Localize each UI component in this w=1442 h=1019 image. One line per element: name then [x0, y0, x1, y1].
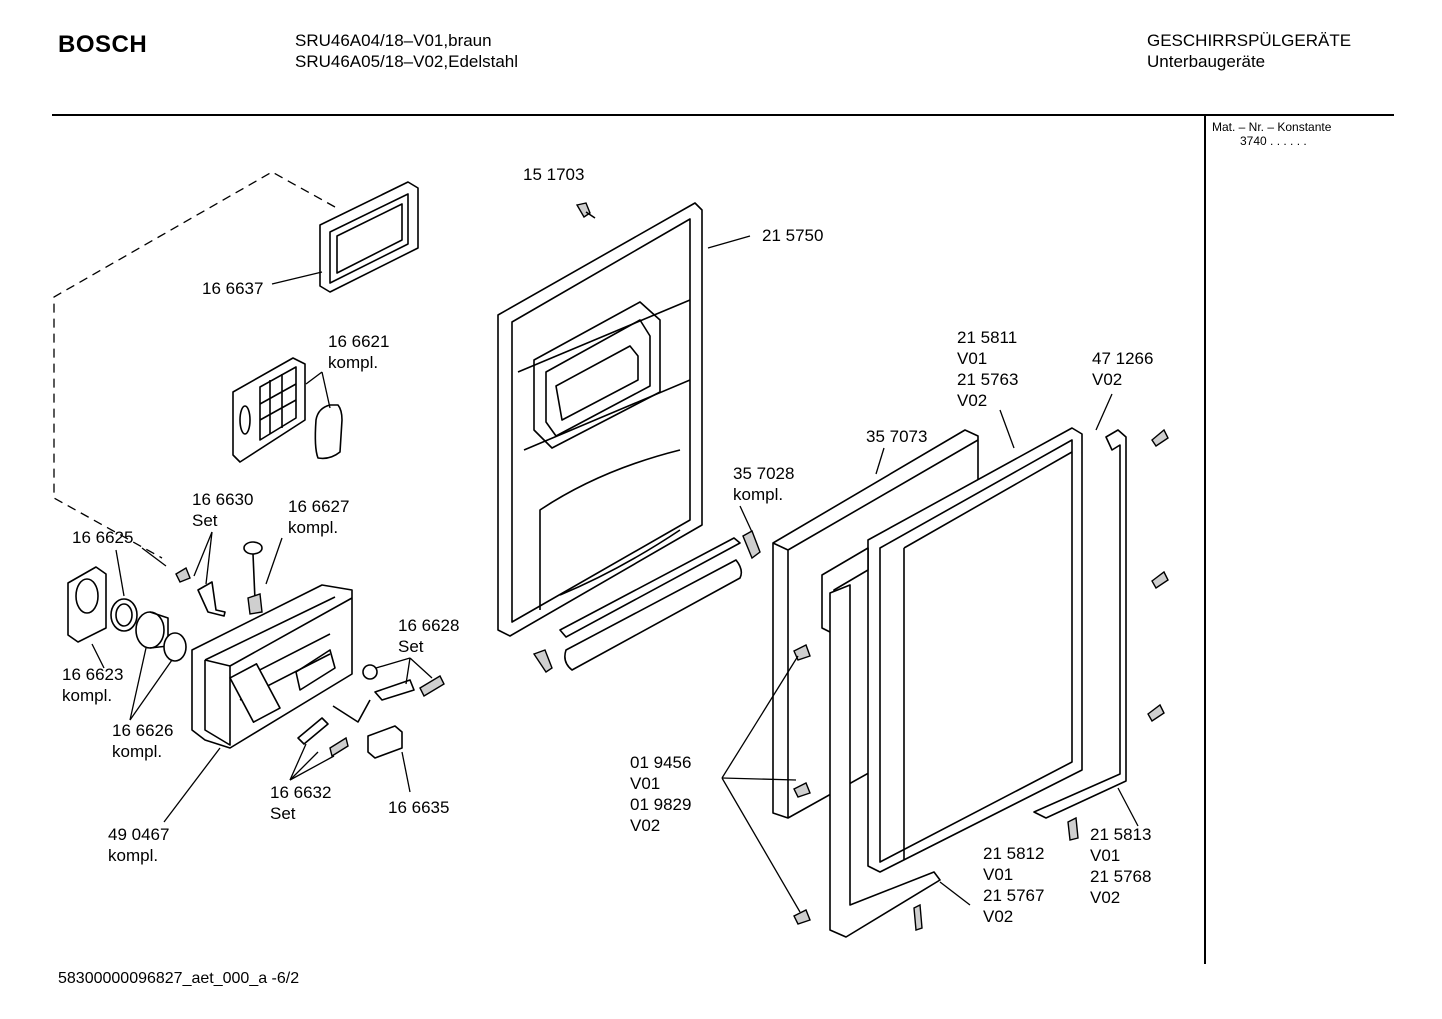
part-label-357073: 35 7073 [866, 427, 928, 446]
part-label-490467: 49 0467 kompl. [108, 825, 170, 865]
mat-nr-title: Mat. – Nr. – Konstante [1212, 120, 1332, 134]
part-label-166630: 16 6630 Set [192, 490, 254, 530]
part-screw-top [575, 202, 596, 219]
part-label-215811: 21 5811 V01 21 5763 V02 [957, 328, 1019, 410]
model-line-2: SRU46A05/18–V02,Edelstahl [295, 52, 519, 71]
category-line-2: Unterbaugeräte [1147, 52, 1266, 71]
part-label-166623: 16 6623 kompl. [62, 665, 124, 705]
part-label-471266: 47 1266 V02 [1092, 349, 1154, 389]
document-id: 58300000096827_aet_000_a -6/2 [58, 970, 300, 987]
part-left-cover [67, 566, 107, 643]
part-label-151703: 15 1703 [523, 165, 585, 184]
part-label-215750: 21 5750 [762, 226, 824, 245]
part-lock-cylinder [135, 611, 169, 649]
part-window-frame [319, 181, 419, 293]
part-control-module [191, 584, 353, 749]
mat-nr-value: 3740 . . . . . . [1240, 134, 1307, 149]
part-micro-switch [367, 725, 403, 759]
part-label-357028: 35 7028 kompl. [733, 464, 795, 504]
part-label-166626: 16 6626 kompl. [112, 721, 174, 761]
part-label-166628: 16 6628 Set [398, 616, 460, 656]
part-label-166632: 16 6632 Set [270, 783, 332, 823]
part-seal-ring-b [163, 632, 187, 662]
header-divider [52, 114, 1394, 116]
part-inner-door [497, 202, 703, 637]
part-side-strip [1033, 428, 1169, 841]
part-label-215813: 21 5813 V01 21 5768 V02 [1090, 825, 1152, 907]
part-label-166637: 16 6637 [202, 279, 264, 298]
part-latch-hook [175, 566, 226, 617]
assembly-dashed-line [53, 171, 336, 559]
part-label-166627: 16 6627 kompl. [288, 497, 350, 537]
side-panel-divider [1204, 116, 1206, 964]
model-line-1: SRU46A04/18–V01,braun [295, 31, 492, 50]
part-dispenser-grid [232, 357, 343, 463]
part-label-166621: 16 6621 kompl. [328, 332, 390, 372]
part-label-166635: 16 6635 [388, 798, 450, 817]
mat-nr-box: Mat. – Nr. – Konstante 3740 . . . . . . [1212, 120, 1331, 149]
part-label-166625: 16 6625 [72, 528, 134, 547]
part-spring-set [297, 699, 371, 758]
part-hinge-rail [532, 529, 761, 673]
part-label-019456: 01 9456 V01 01 9829 V02 [630, 753, 692, 835]
part-pin-kompl [243, 541, 263, 615]
part-switch-set [362, 664, 445, 701]
leader-lines [91, 235, 1139, 913]
category-line-1: GESCHIRRSPÜLGERÄTE [1147, 31, 1352, 50]
part-label-215812: 21 5812 V01 21 5767 V02 [983, 844, 1045, 926]
part-lower-frame-strip [793, 584, 941, 938]
brand-logo: BOSCH [58, 31, 148, 58]
part-seal-ring-a [110, 598, 138, 632]
